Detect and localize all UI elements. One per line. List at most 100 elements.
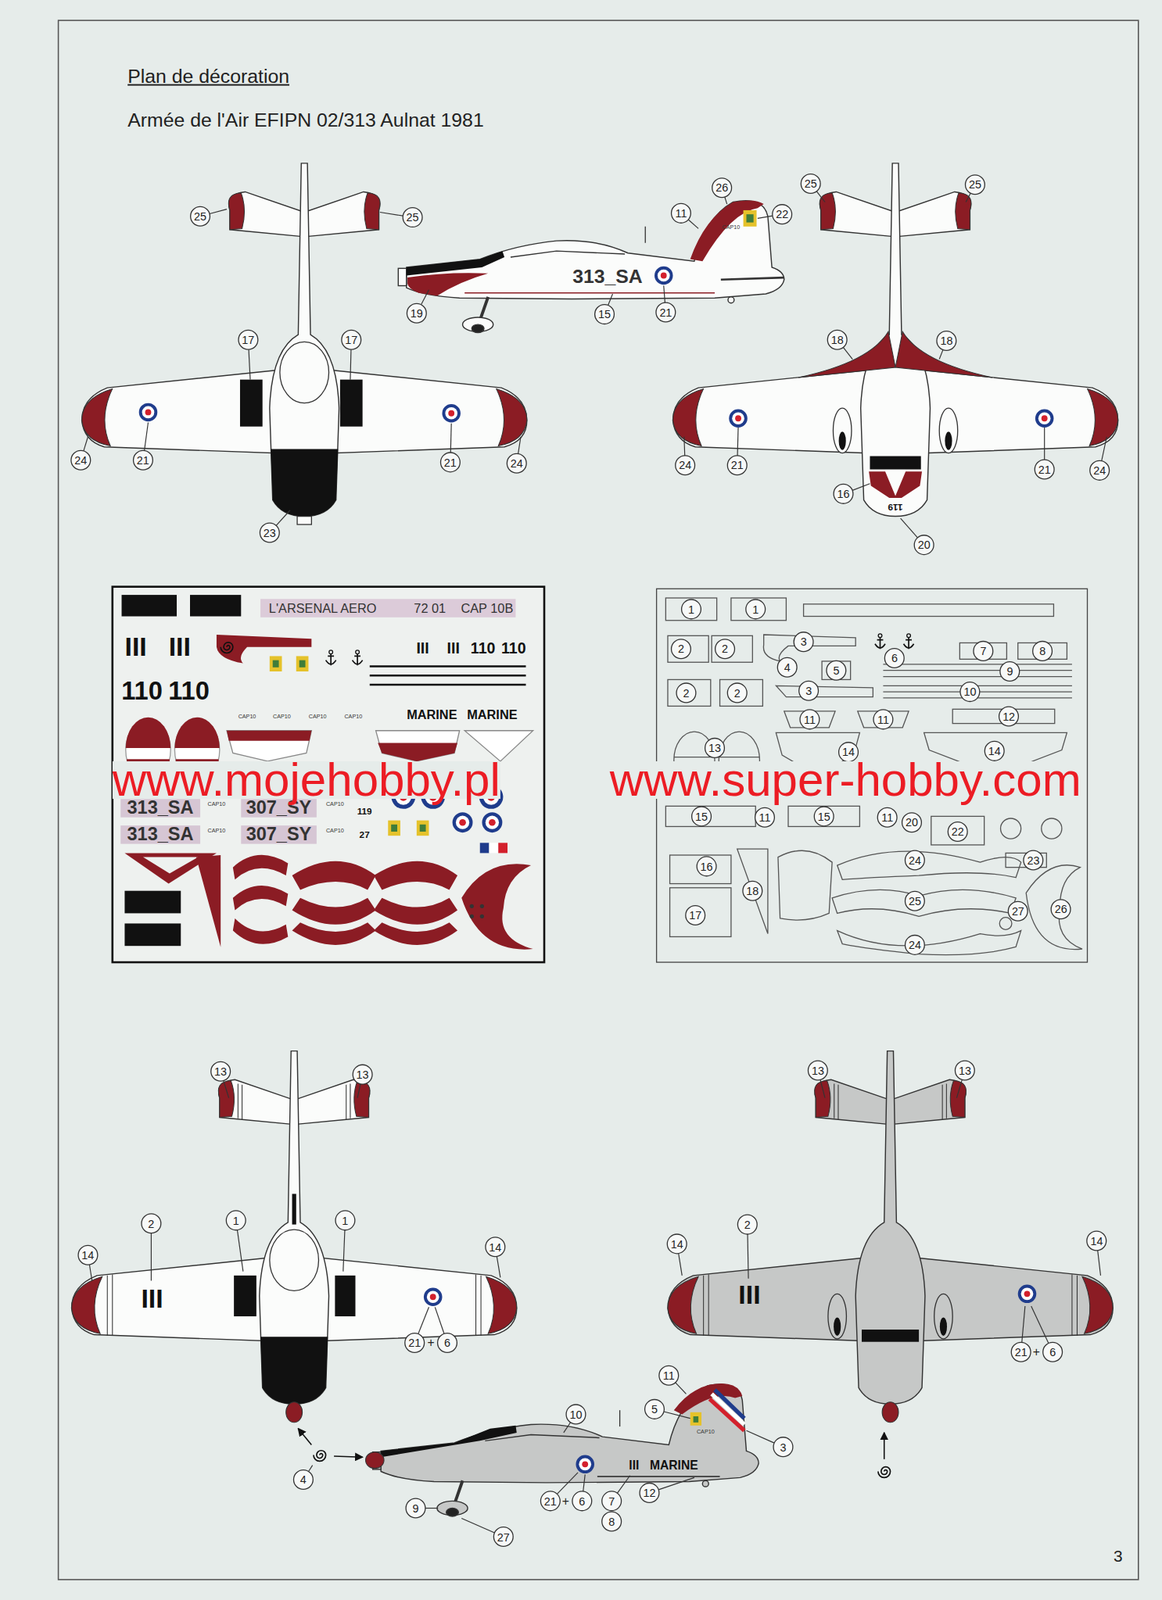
callout-number: 17 [344, 334, 358, 346]
decal-sheet [464, 731, 533, 762]
callout-number: 2 [734, 687, 741, 699]
bottom-view-plane [839, 431, 847, 450]
decal-sheet [120, 825, 201, 844]
callout-number: 22 [775, 208, 789, 220]
leader-line [380, 212, 404, 217]
callout-number: 6 [891, 652, 898, 664]
decal-key [667, 679, 711, 707]
callout-number: 24 [74, 455, 87, 467]
plus-sign: + [426, 1337, 434, 1351]
callout-circle [406, 303, 427, 323]
side-view-plane [709, 1399, 744, 1431]
top-view-plane [233, 1276, 257, 1317]
callout-number: 20 [905, 817, 919, 829]
leader-line [450, 423, 452, 453]
marking-text: III [447, 641, 460, 658]
callout-circle [225, 1211, 246, 1231]
bottom-view-plane [672, 193, 1118, 447]
decal-key [720, 679, 764, 707]
leader-line [357, 1084, 361, 1099]
callout-number: 12 [1002, 710, 1015, 722]
callout-number: 24 [678, 459, 692, 471]
callout-circle [402, 208, 423, 228]
badge-text: CAP10 [696, 1430, 715, 1437]
leader-line [434, 1307, 445, 1335]
decal-key [857, 711, 909, 729]
decal-sheet [121, 595, 177, 617]
callout-circle [826, 660, 847, 681]
callout-circle [799, 681, 819, 701]
leader-line [1043, 427, 1045, 460]
leader-line [89, 1265, 92, 1281]
badge-text: CAP10 [238, 714, 257, 721]
side-view-plane [380, 1426, 517, 1458]
callout-circle [904, 935, 925, 955]
callout-number: 21 [1038, 463, 1051, 475]
callout-circle [705, 738, 725, 759]
callout-circle [671, 639, 692, 660]
view-arrow [297, 1429, 890, 1479]
decal-sheet [461, 864, 533, 950]
callout-circle [1000, 662, 1020, 682]
callout-circle [141, 1214, 162, 1234]
decal-sheet [240, 825, 317, 844]
callout-number: 1 [752, 603, 759, 615]
decal-sheet [489, 842, 499, 854]
callout-number: 17 [688, 910, 702, 922]
decal-key [999, 918, 1012, 931]
decal-sheet [480, 904, 485, 909]
decal-sheet [469, 904, 474, 909]
leader-line [616, 1476, 630, 1495]
top-view-plane [334, 1276, 356, 1317]
leader-line [658, 1477, 695, 1491]
callout-circle [914, 535, 934, 556]
callout-circle [341, 329, 362, 350]
leader-line [816, 191, 825, 203]
badge-text: CAP10 [207, 829, 226, 836]
leader-line [965, 193, 971, 202]
bottom-view-plane [869, 456, 921, 470]
leader-line [563, 1423, 571, 1434]
subtitle: Armée de l'Air EFIPN 02/313 Aulnat 1981 [127, 111, 484, 131]
decal-sheet [240, 799, 317, 818]
callout-number: 12 [642, 1488, 656, 1500]
decal-sheet [260, 598, 516, 617]
view-arrow [883, 1433, 886, 1460]
callout-circle [335, 1211, 356, 1231]
callout-circle [715, 639, 736, 660]
leader-line [683, 437, 686, 456]
callout-number: 1 [233, 1215, 240, 1227]
callout-number: 25 [193, 211, 207, 223]
callout-number: 17 [241, 334, 255, 346]
callout-number: 6 [578, 1496, 585, 1508]
callout-number: 24 [908, 855, 922, 867]
callout-circle [954, 1061, 975, 1081]
registration: 307_SY [246, 799, 313, 818]
callout-number: 2 [677, 643, 685, 655]
decal-sheet [387, 821, 401, 837]
callout-circle [839, 742, 859, 763]
callout-circle [692, 806, 712, 827]
callout-circle [645, 1399, 665, 1420]
callout-circle [984, 741, 1005, 761]
decal-sheet [480, 914, 485, 919]
bottom-view-plane [868, 471, 922, 499]
marking-text: 110 [168, 678, 210, 705]
callout-number: 21 [444, 456, 457, 468]
decal-sheet [390, 824, 398, 833]
callout-number: 1 [688, 603, 695, 615]
callout-number: 25 [804, 178, 818, 190]
leader-line [209, 209, 227, 215]
callout-circle [712, 178, 732, 198]
callout-number: 3 [800, 636, 807, 648]
leader-line [421, 290, 430, 305]
decal-sheet [292, 861, 377, 891]
decal-sheet [233, 885, 288, 911]
callout-number: 25 [406, 211, 420, 223]
decal-sheet [292, 898, 377, 926]
callout-circle [827, 329, 847, 350]
decal-sheet [352, 650, 363, 666]
side-view-plane [720, 277, 785, 280]
callout-number: 10 [569, 1409, 582, 1421]
leader-line [663, 1412, 691, 1420]
